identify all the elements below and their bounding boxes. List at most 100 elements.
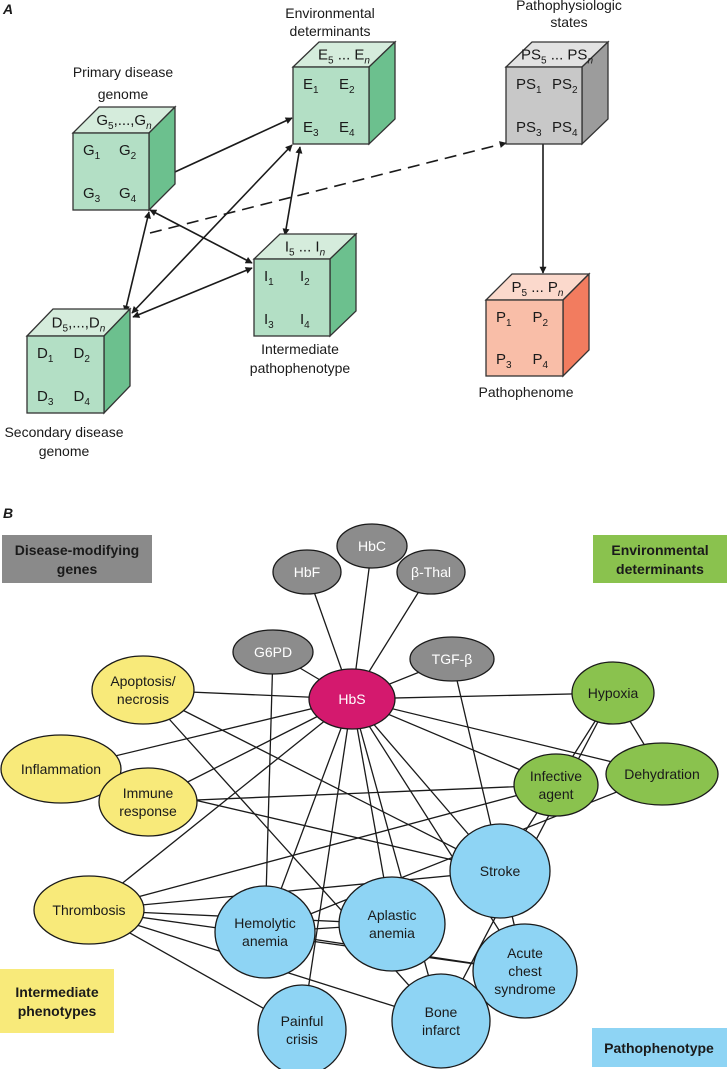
cube-cell-i4: I4 xyxy=(300,311,310,331)
cube-caption-g: Primary disease xyxy=(73,64,174,80)
node-label-infective: agent xyxy=(538,786,573,802)
edge-hbs-acs xyxy=(351,698,526,972)
cube-cell-d1: D1 xyxy=(37,345,54,365)
cube-caption-p: Pathophenome xyxy=(479,384,574,400)
node-label-thrombosis: Thrombosis xyxy=(52,902,125,918)
node-shape-painful xyxy=(257,984,347,1069)
node-shape-immune xyxy=(98,767,198,837)
node-shape-tgfb xyxy=(409,636,495,682)
legend-genes-line1: Disease-modifying xyxy=(15,542,139,558)
node-dehydration: Dehydration xyxy=(605,742,719,806)
node-label-dehydration: Dehydration xyxy=(624,766,700,782)
legend-intermediate-line1: Intermediate xyxy=(15,984,98,1000)
cube-cell-d4: D4 xyxy=(74,388,91,408)
cube-cell-p3: P3 xyxy=(496,351,512,371)
cube-cell-ps1: PS1 xyxy=(516,76,542,96)
node-label-acs: syndrome xyxy=(494,981,556,997)
cube-cell-ps2: PS2 xyxy=(552,76,578,96)
node-label-aplastic: Aplastic xyxy=(367,907,416,923)
node-shape-apoptosis xyxy=(91,655,195,725)
node-shape-thrombosis xyxy=(33,875,145,945)
node-label-apoptosis: necrosis xyxy=(117,691,169,707)
cube-cell-d2: D2 xyxy=(74,345,91,365)
cube-cell-e1: E1 xyxy=(303,76,319,96)
node-shape-stroke xyxy=(449,823,551,919)
cube-caption-e: determinants xyxy=(290,23,371,39)
arrow-g-i xyxy=(149,209,253,264)
arrow-g-d xyxy=(123,211,151,313)
edge-apoptosis-stroke xyxy=(142,689,501,872)
node-shape-hemolytic xyxy=(214,885,316,979)
node-shape-aplastic xyxy=(338,876,446,972)
legend-genes-box xyxy=(2,535,152,583)
cube-front-face xyxy=(253,258,331,337)
cube-front-face xyxy=(26,335,105,414)
cube-cell-d3: D3 xyxy=(37,388,54,408)
cube-top-label: E5 ... En xyxy=(318,47,370,67)
node-shape-hypoxia xyxy=(571,661,655,725)
cube-caption-d: Secondary disease xyxy=(4,424,123,440)
node-hypoxia: Hypoxia xyxy=(571,661,655,725)
cube-caption-i: pathophenotype xyxy=(250,360,351,376)
edge-hbs-bone xyxy=(351,698,442,1022)
cube-caption-d: genome xyxy=(39,443,90,459)
arrow-e-i xyxy=(282,146,303,236)
node-stroke: Stroke xyxy=(449,823,551,919)
node-label-painful: crisis xyxy=(286,1031,318,1047)
legend-environment-line2: determinants xyxy=(616,561,704,577)
node-label-bone: infarct xyxy=(422,1022,460,1038)
legend-environmental-determinants: Environmental determinants xyxy=(593,535,727,583)
cube-cell-e4: E4 xyxy=(339,119,355,139)
cube-top-label: PS5 ... PSn xyxy=(521,47,593,67)
node-label-immune: response xyxy=(119,803,177,819)
edge-g6pd-hemolytic xyxy=(264,651,274,933)
node-label-inflammation: Inflammation xyxy=(21,761,101,777)
node-immune: Immune response xyxy=(98,767,198,837)
legend-pathophenotype: Pathophenotype xyxy=(592,1028,727,1067)
node-label-immune: Immune xyxy=(123,785,174,801)
cube-cell-i2: I2 xyxy=(300,268,310,288)
legend-pathophenotype-box xyxy=(592,1028,727,1067)
arrow-i-d xyxy=(132,267,253,318)
cube-caption-e: Environmental xyxy=(285,5,375,21)
node-label-acs: chest xyxy=(508,963,542,979)
cube-front-face xyxy=(485,299,564,377)
node-apoptosis: Apoptosis/necrosis xyxy=(91,655,195,725)
legend-environment-line1: Environmental xyxy=(611,542,708,558)
legend-intermediate-phenotypes: Intermediate phenotypes xyxy=(0,969,114,1033)
node-bthal: β-Thal xyxy=(396,549,466,595)
node-aplastic: Aplastic anemia xyxy=(338,876,446,972)
node-shape-hbs xyxy=(308,668,396,730)
cube-cell-i3: I3 xyxy=(264,311,274,331)
cube-cell-e2: E2 xyxy=(339,76,355,96)
edge-hbs-thrombosis xyxy=(88,698,353,911)
node-infective: Infective agent xyxy=(513,753,599,817)
node-inflammation: Inflammation xyxy=(0,734,122,804)
node-shape-bthal xyxy=(396,549,466,595)
node-hbc: HbC xyxy=(336,523,408,569)
cube-top-label: D5,...,Dn xyxy=(52,315,106,335)
node-label-hemolytic: anemia xyxy=(242,933,288,949)
node-shape-infective xyxy=(513,753,599,817)
panel-a-letter: A xyxy=(2,1,13,17)
node-label-apoptosis: Apoptosis/ xyxy=(110,673,175,689)
cube-cell-i1: I1 xyxy=(264,268,274,288)
node-label-infective: Infective xyxy=(530,768,582,784)
panel-b: B Disease-modifying genes Environmental … xyxy=(0,505,727,1069)
cube-top-label: G5,...,Gn xyxy=(96,112,152,132)
edge-thrombosis-stroke xyxy=(88,870,501,911)
node-label-aplastic: anemia xyxy=(369,925,415,941)
edge-hbs-painful xyxy=(301,698,353,1031)
edge-immune-infective xyxy=(147,784,557,803)
cube-cell-g3: G3 xyxy=(83,185,101,205)
node-thrombosis: Thrombosis xyxy=(33,875,145,945)
node-hbf: HbF xyxy=(272,549,342,595)
node-label-bthal: β-Thal xyxy=(411,564,451,580)
